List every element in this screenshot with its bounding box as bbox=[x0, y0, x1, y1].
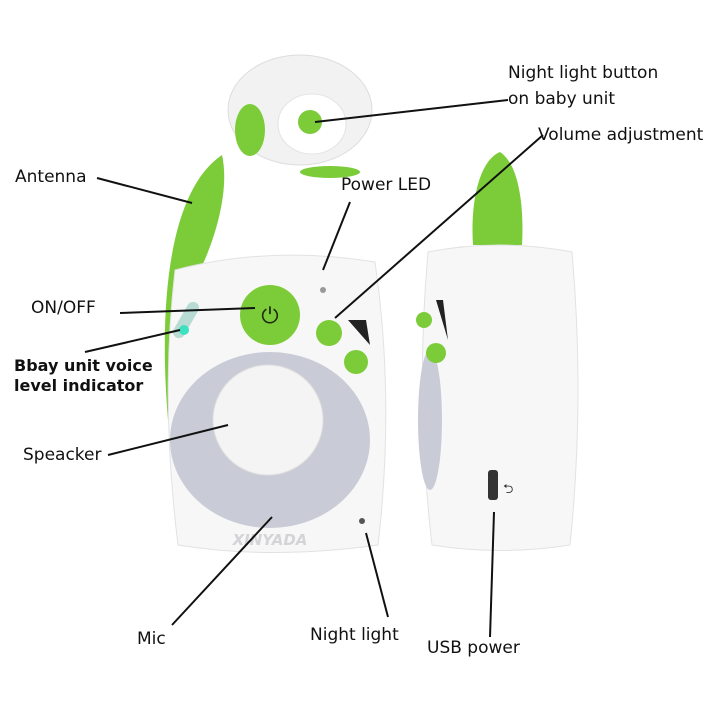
power-led-icon bbox=[320, 287, 326, 293]
label-antenna: Antenna bbox=[15, 167, 87, 187]
label-night-light-button: Night light button bbox=[508, 63, 659, 83]
usb-icon: ⮌ bbox=[503, 482, 513, 497]
label-night-light: Night light bbox=[310, 625, 399, 645]
night-light-sensor-icon bbox=[359, 518, 365, 524]
night-light-button-icon bbox=[298, 110, 322, 134]
leader-lines bbox=[84, 99, 544, 638]
speaker-icon bbox=[212, 364, 324, 476]
label-mic: Mic bbox=[137, 629, 166, 649]
svg-text:⏻: ⏻ bbox=[261, 304, 278, 329]
label-speaker: Speacker bbox=[23, 445, 102, 465]
volume-up-button-icon bbox=[316, 320, 342, 346]
label-night-light-button-line2: on baby unit bbox=[508, 89, 615, 109]
parent-unit-side: ⮌ bbox=[416, 152, 579, 551]
label-power-led: Power LED bbox=[341, 175, 432, 195]
power-button-icon bbox=[240, 285, 300, 345]
brand-logo: XINYADA bbox=[232, 531, 308, 549]
baby-unit-top-view bbox=[227, 54, 373, 178]
label-on-off: ON/OFF bbox=[31, 298, 96, 318]
label-voice-level-line2: level indicator bbox=[14, 376, 144, 395]
label-volume-adjustment: Volume adjustment bbox=[538, 125, 704, 145]
parent-unit-front: ⏻ XINYADA bbox=[164, 155, 387, 553]
label-usb-power: USB power bbox=[427, 638, 520, 658]
volume-down-button-icon bbox=[344, 350, 368, 374]
usb-port-icon bbox=[488, 470, 498, 500]
voice-level-led-icon bbox=[179, 325, 189, 335]
label-voice-level: Bbay unit voice bbox=[14, 356, 153, 375]
